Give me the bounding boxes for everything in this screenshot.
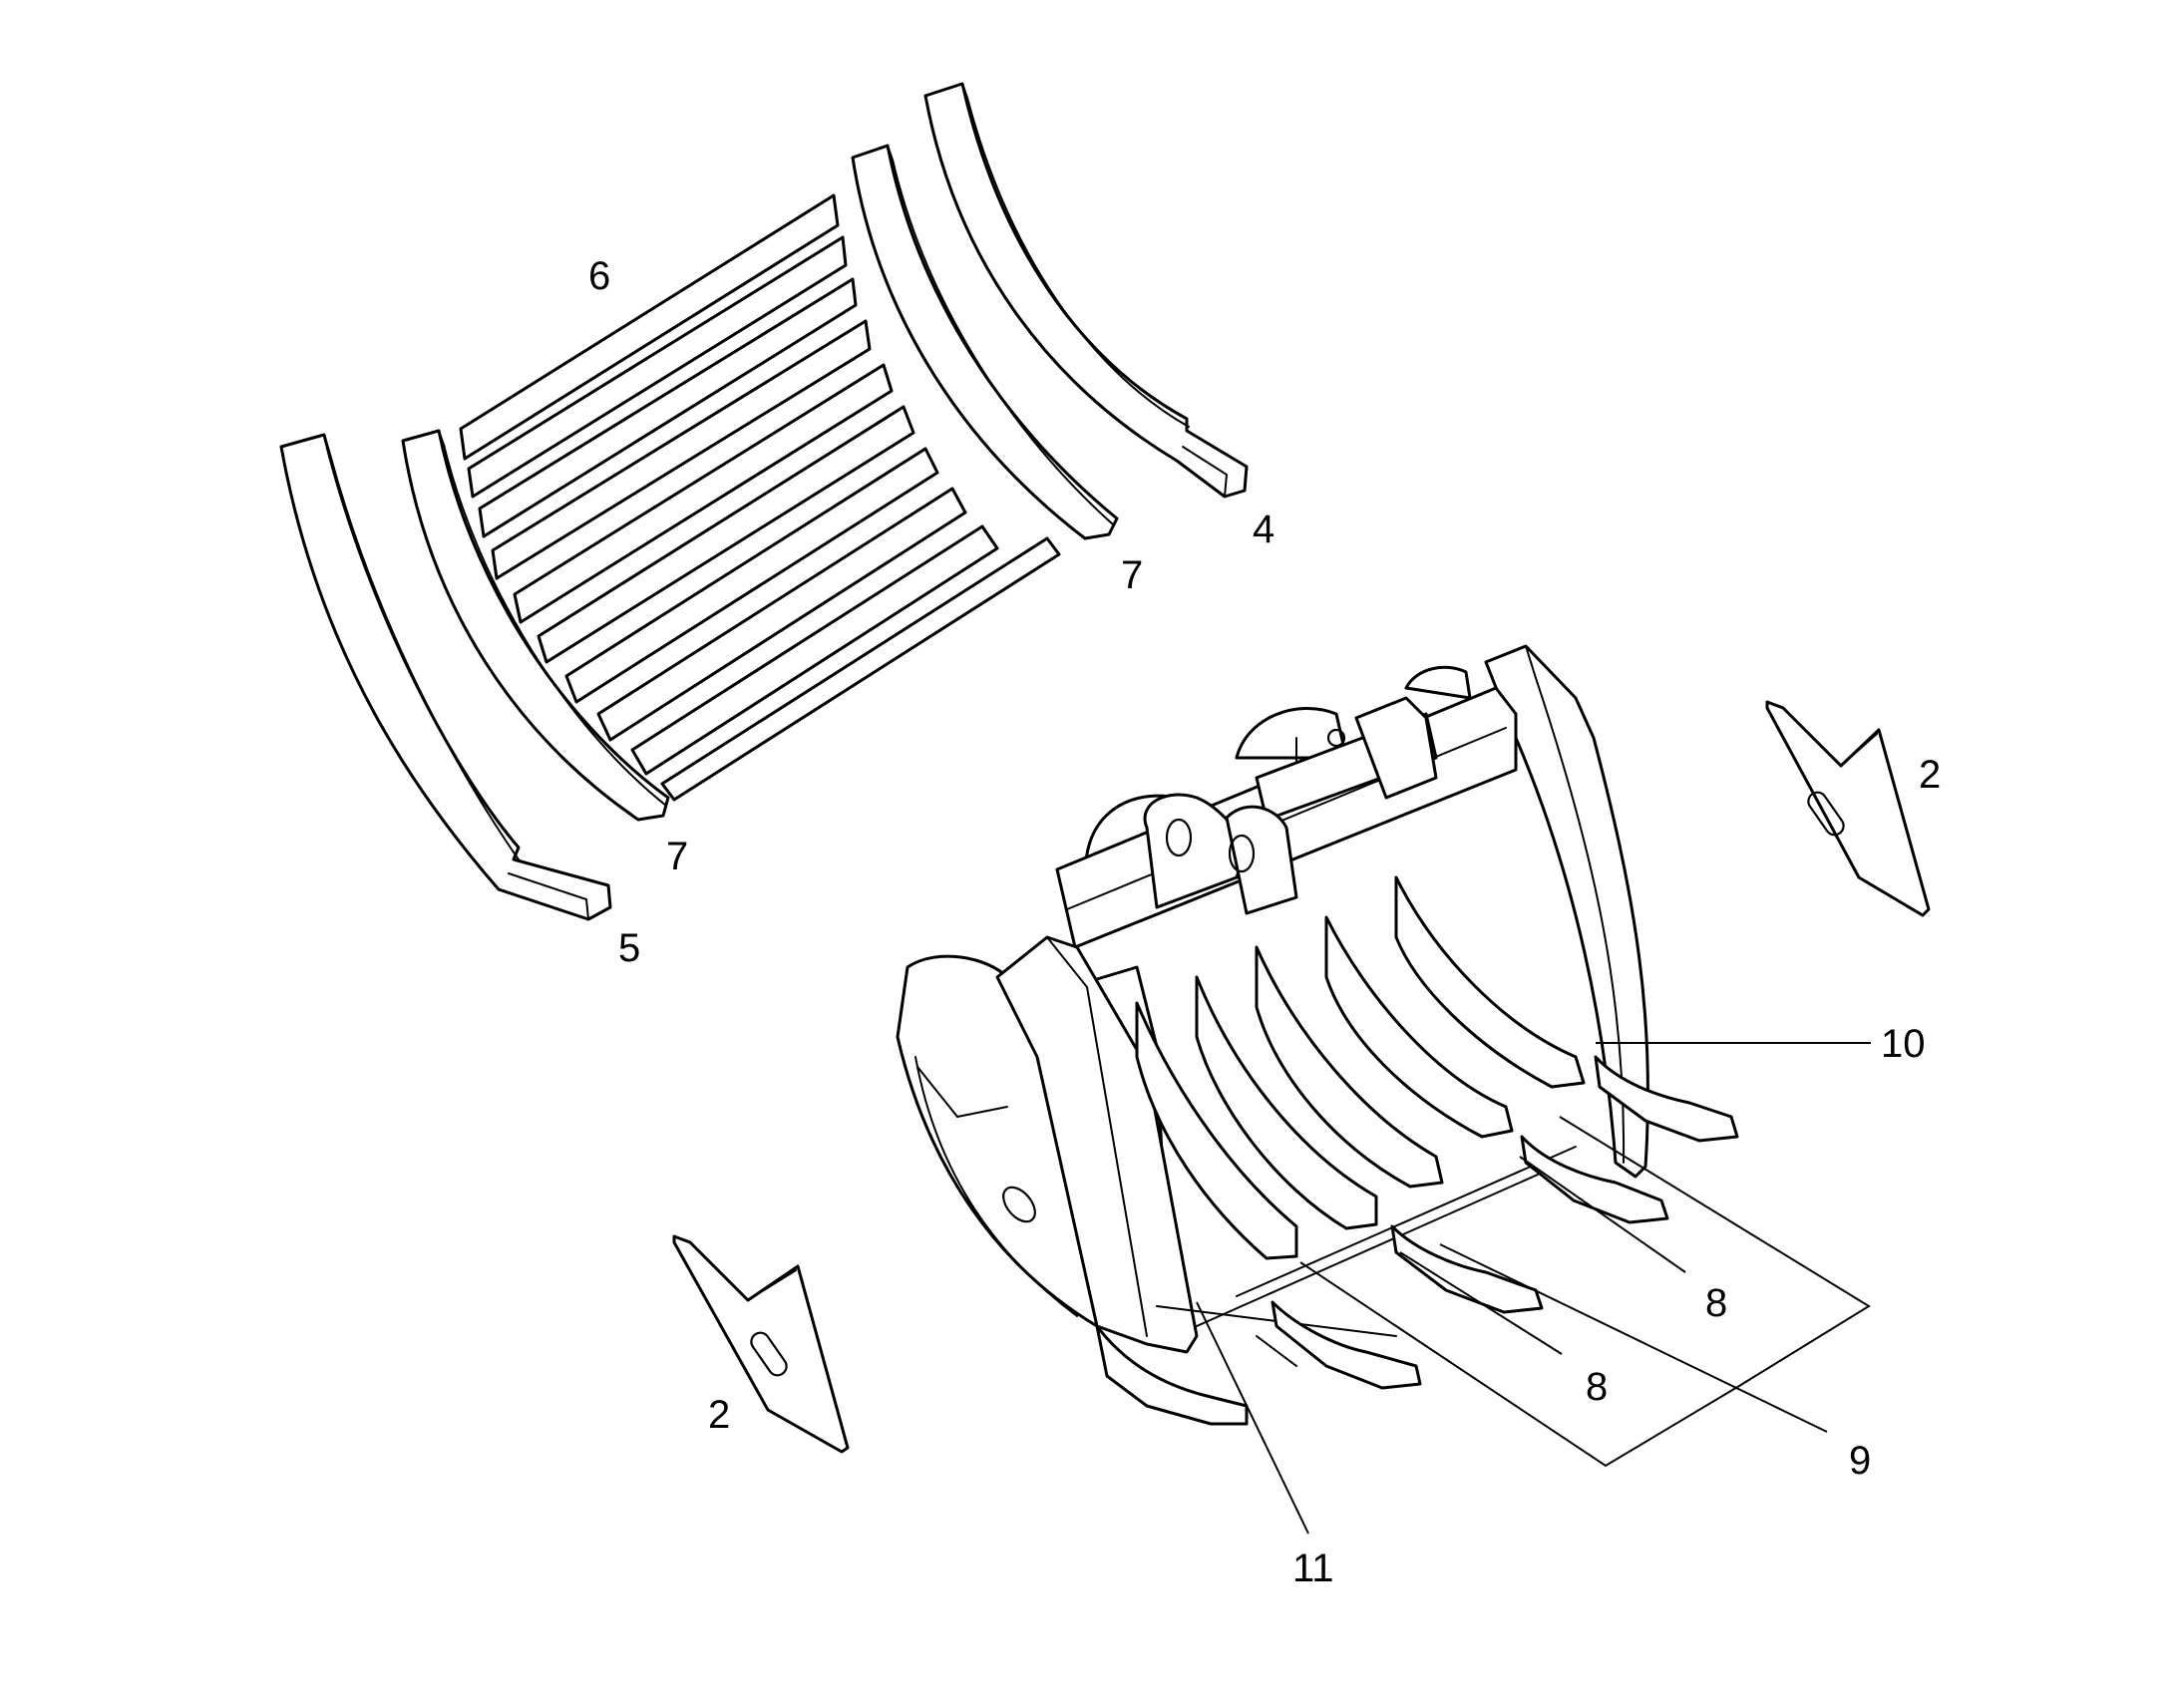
callout-2-right: 2 bbox=[1919, 753, 1941, 797]
side-gusset-plate-part-2-left bbox=[672, 1234, 850, 1454]
callout-5: 5 bbox=[618, 926, 640, 970]
callout-7-top: 7 bbox=[1121, 553, 1143, 597]
wear-slats-part-6 bbox=[459, 193, 1061, 802]
callout-labels: 6 4 7 7 5 2 10 8 8 2 9 11 bbox=[588, 254, 1941, 1590]
leader-lines bbox=[1196, 1042, 1871, 1535]
bucket-body-assembly bbox=[896, 644, 1739, 1426]
leader-8-lower bbox=[1399, 1251, 1563, 1355]
callout-10: 10 bbox=[1881, 1022, 1926, 1066]
callout-2-left: 2 bbox=[708, 1393, 730, 1437]
callout-4: 4 bbox=[1253, 508, 1274, 551]
callout-8-upper: 8 bbox=[1705, 1281, 1727, 1325]
curved-side-strip-part-5 bbox=[279, 433, 612, 921]
callout-8-lower: 8 bbox=[1586, 1365, 1608, 1409]
curved-strip-part-7-upper bbox=[851, 144, 1119, 540]
callout-9: 9 bbox=[1849, 1439, 1871, 1483]
leader-9 bbox=[1439, 1243, 1828, 1433]
leader-9-bracket bbox=[1299, 1116, 1871, 1468]
leader-11 bbox=[1196, 1301, 1309, 1535]
callout-7-bottom: 7 bbox=[666, 835, 688, 878]
callout-6: 6 bbox=[588, 254, 610, 298]
side-gusset-plate-part-2-right bbox=[1765, 700, 1931, 917]
curved-side-strip-part-4 bbox=[923, 82, 1249, 499]
leader-8-upper bbox=[1519, 1156, 1686, 1273]
callout-11: 11 bbox=[1292, 1546, 1334, 1590]
curved-strip-part-7-lower bbox=[401, 429, 670, 822]
